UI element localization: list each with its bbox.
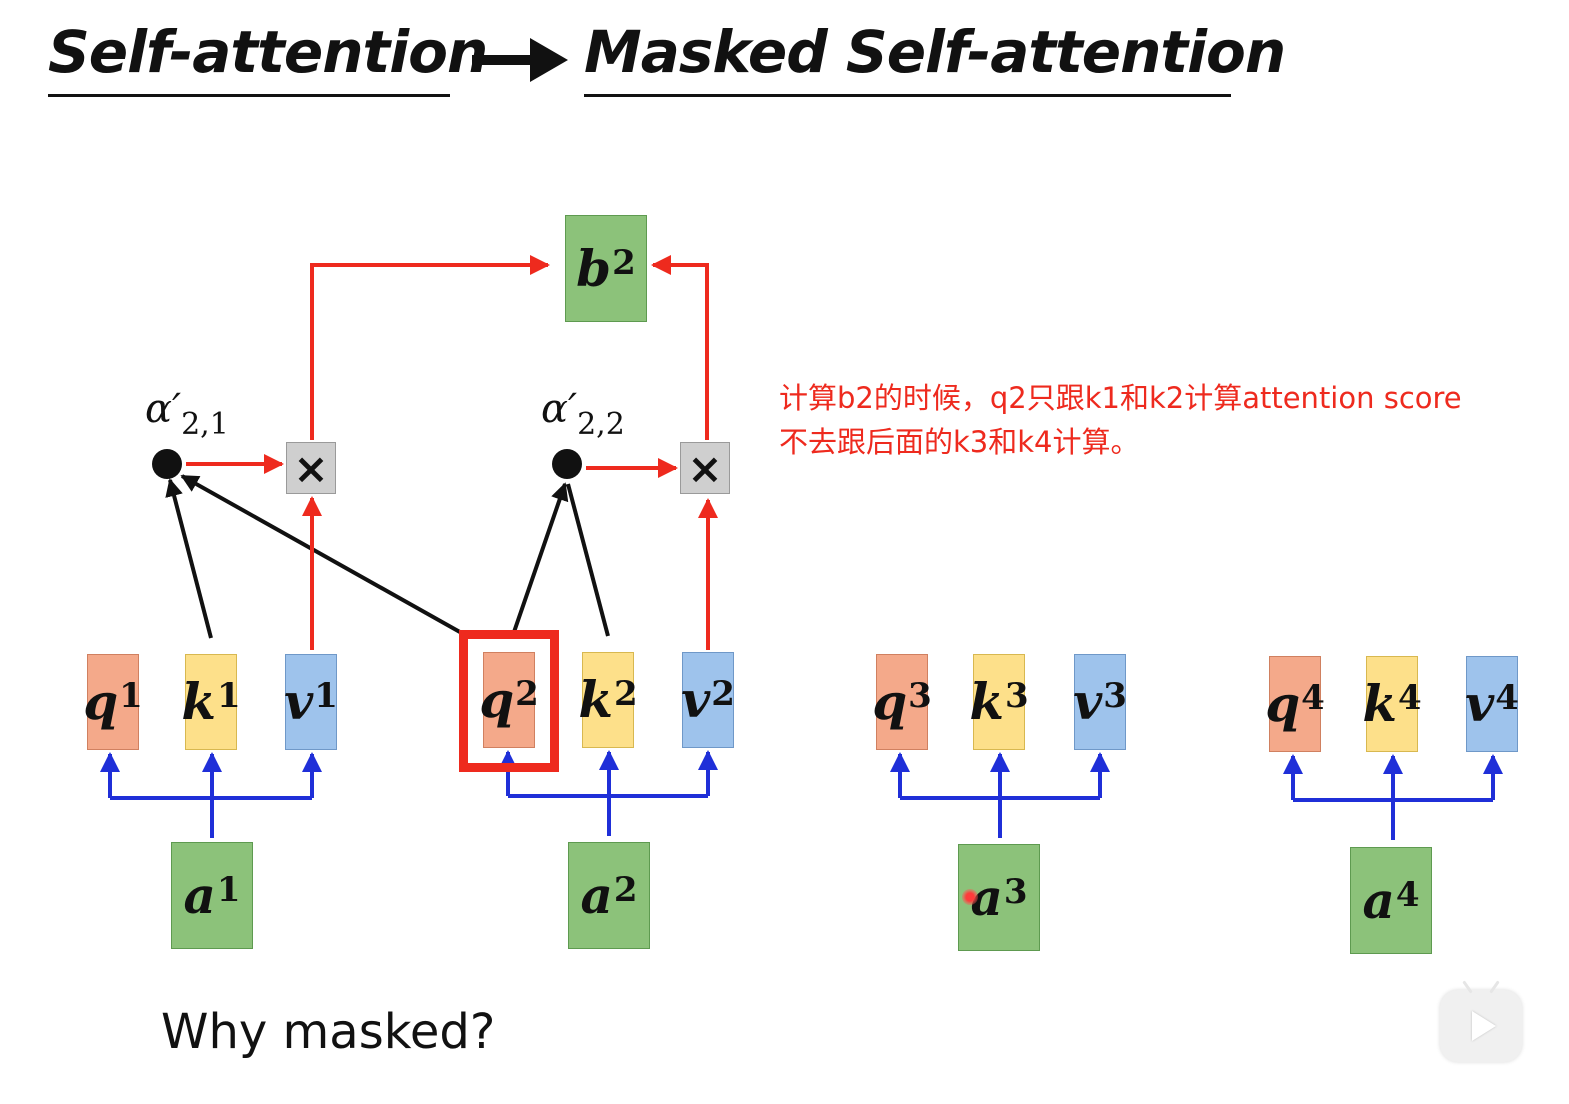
q4-symbol: q: [1265, 674, 1301, 733]
play-triangle-icon: [1472, 1011, 1496, 1041]
q1-symbol: q: [83, 672, 119, 731]
alpha-node-2-2: [552, 449, 582, 479]
k1-index: 1: [217, 676, 241, 716]
annotation-note: 计算b2的时候，q2只跟k1和k2计算attention score 不去跟后面…: [779, 376, 1462, 464]
title-underline-left: [48, 94, 450, 97]
k4-symbol: k: [1362, 674, 1397, 733]
a3-index: 3: [1003, 871, 1028, 912]
k2-symbol: k: [578, 670, 613, 729]
k3-index: 3: [1005, 676, 1029, 716]
v3-index: 3: [1103, 676, 1127, 716]
v4-symbol: v: [1465, 674, 1495, 733]
output-b2-index: 2: [612, 242, 636, 283]
q2-index: 2: [515, 674, 539, 714]
alpha-node-2-1: [152, 449, 182, 479]
v2-index: 2: [711, 674, 735, 714]
q4-index: 4: [1301, 678, 1325, 718]
a4-index: 4: [1395, 874, 1420, 915]
q3-symbol: q: [872, 672, 908, 731]
annotation-line-1: 计算b2的时候，q2只跟k1和k2计算attention score: [779, 381, 1462, 415]
annotation-line-2: 不去跟后面的k3和k4计算。: [779, 425, 1140, 459]
q2-symbol: q: [479, 670, 515, 729]
v2-symbol: v: [681, 670, 711, 729]
alpha-2-1-label: α′2,1: [145, 386, 229, 442]
a1-symbol: a: [183, 865, 216, 925]
q1-index: 1: [119, 676, 143, 716]
q3-index: 3: [908, 676, 932, 716]
a4-symbol: a: [1362, 870, 1395, 930]
attention-arrows: [165, 474, 610, 639]
laser-pointer-dot: [962, 889, 978, 905]
k3-symbol: k: [969, 672, 1004, 731]
alpha-2-2-subscript: 2,2: [577, 407, 625, 442]
title-masked-self-attention: Masked Self-attention: [584, 18, 1286, 86]
title-underline-right: [584, 94, 1231, 97]
output-b2-symbol: b: [576, 238, 612, 298]
k2-index: 2: [614, 674, 638, 714]
a2-symbol: a: [580, 865, 613, 925]
k1-symbol: k: [181, 672, 216, 731]
alpha-2-2-symbol: α′: [541, 386, 578, 432]
v3-symbol: v: [1073, 672, 1103, 731]
a1-index: 1: [216, 869, 241, 910]
alpha-2-1-subscript: 2,1: [181, 407, 229, 442]
title-arrow: [472, 38, 568, 82]
input-arrows: [100, 750, 1503, 840]
v1-index: 1: [314, 676, 338, 716]
title-self-attention: Self-attention: [48, 18, 488, 86]
weighted-sum-arrows: [186, 255, 718, 650]
play-icon[interactable]: [1440, 990, 1522, 1062]
v1-symbol: v: [284, 672, 314, 731]
footer-question: Why masked?: [161, 1004, 496, 1060]
k4-index: 4: [1398, 678, 1422, 718]
alpha-2-2-label: α′2,2: [541, 386, 625, 442]
q2-highlight-frame: [459, 630, 559, 772]
a2-index: 2: [613, 869, 638, 910]
multiply-box-2: ×: [680, 442, 730, 494]
v4-index: 4: [1495, 678, 1519, 718]
alpha-2-1-symbol: α′: [145, 386, 182, 432]
multiply-box-1: ×: [286, 442, 336, 494]
